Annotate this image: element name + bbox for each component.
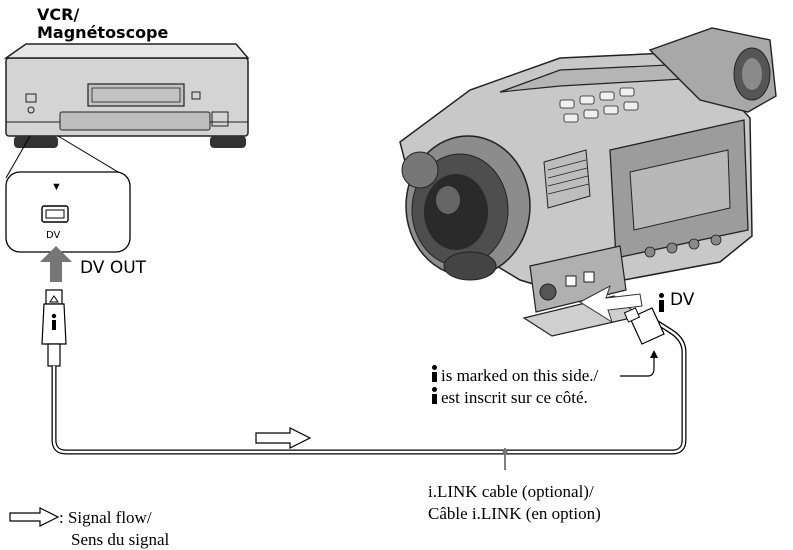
- jack-label: DV: [46, 230, 61, 241]
- dv-out-label: DV OUT: [80, 258, 147, 278]
- dv-out-arrow-icon: [40, 246, 72, 282]
- ilink-cable: [52, 316, 686, 454]
- legend-arrow-icon: [9, 507, 60, 527]
- left-plug-icon: [41, 289, 67, 367]
- signal-flow-legend-fr: Sens du signal: [71, 530, 170, 549]
- signal-flow-legend: : Signal flow/: [59, 508, 152, 527]
- insert-arrow-icon: [579, 284, 643, 324]
- camcorder-device: [399, 27, 777, 337]
- camera-dv-port-label: DV: [670, 290, 695, 310]
- ilink-mark-icon-fr: [432, 387, 437, 404]
- right-plug-icon: [623, 307, 665, 345]
- vcr-title: VCR/: [37, 5, 80, 24]
- cable-label-fr: Câble i.LINK (en option): [428, 504, 601, 523]
- vcr-title-fr: Magnétoscope: [37, 23, 169, 42]
- signal-flow-arrow-icon: [255, 427, 312, 449]
- marked-side-label-fr: est inscrit sur ce côté.: [441, 388, 588, 407]
- cable-label: i.LINK cable (optional)/: [428, 482, 594, 501]
- ilink-mark-icon: [432, 365, 437, 382]
- marked-side-label: is marked on this side./: [441, 366, 599, 385]
- vcr-device: [3, 43, 250, 148]
- down-triangle-icon: ▼: [51, 181, 62, 193]
